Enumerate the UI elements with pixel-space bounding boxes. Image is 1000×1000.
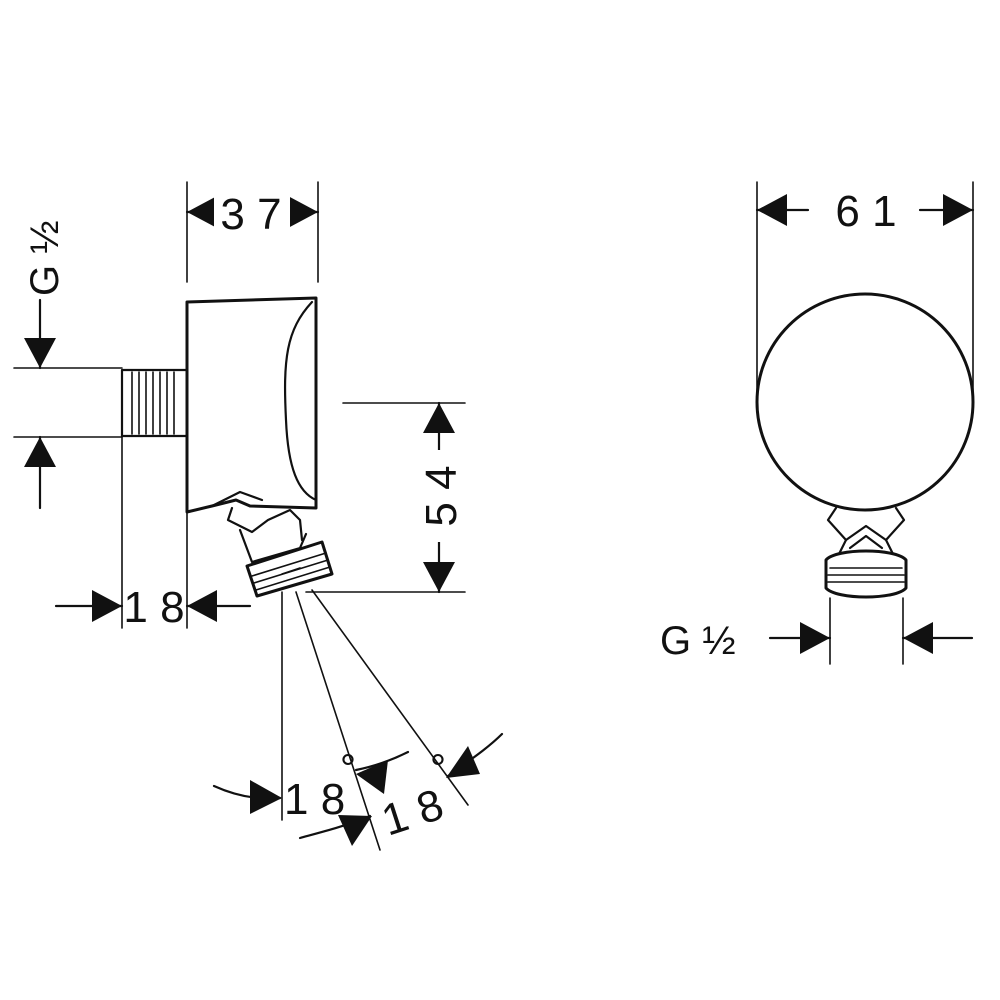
dimension-width-61: 6 1	[755, 181, 975, 403]
angle-arrow-2	[356, 760, 388, 794]
dimension-height-54: 5 4	[305, 401, 466, 594]
connector-body	[185, 296, 318, 514]
thread-label-side: G ½	[23, 220, 67, 296]
dim-arrow-right	[943, 194, 973, 226]
dim-arrow-down	[24, 338, 56, 368]
front-outlet	[824, 506, 908, 599]
dim-arrow-left	[187, 196, 217, 228]
dim-label-61: 6 1	[835, 187, 896, 236]
body-bottom-edge	[210, 490, 264, 508]
degree-sign-1: °	[340, 747, 356, 791]
dim-label-18: 1 8	[123, 583, 184, 632]
dim-arrow-right	[92, 590, 122, 622]
dim-arrow-right	[288, 196, 318, 228]
angle-arrow-1	[250, 780, 282, 814]
dimension-offset-18: 1 8	[54, 436, 252, 632]
dim-arrow-left	[187, 590, 217, 622]
dimension-width-37: 3 7	[185, 181, 320, 283]
degree-sign-2: °	[430, 747, 446, 791]
rosette-disc	[755, 292, 975, 512]
dim-arrow-down	[423, 562, 455, 592]
dimension-swivel-angles: 1 8 ° 1 8 °	[212, 589, 504, 851]
dim-arrow-up	[423, 403, 455, 433]
dim-arrow-left	[903, 622, 933, 654]
side-view: 3 7 G ½ 5 4	[13, 181, 504, 851]
body-face-curve	[283, 300, 318, 502]
front-view: 6 1 G ½	[660, 181, 975, 665]
dimension-thread-g-half-front: G ½	[660, 597, 974, 665]
thread-label-front: G ½	[660, 619, 736, 663]
dim-arrow-left	[757, 194, 787, 226]
dim-label-54: 5 4	[417, 465, 466, 526]
dimension-thread-g-half-side: G ½	[13, 220, 123, 510]
dim-arrow-right	[800, 622, 830, 654]
angle-arrow-3	[338, 815, 372, 846]
dim-arrow-up	[24, 437, 56, 467]
threaded-inlet	[120, 368, 189, 438]
angle-arrow-4	[446, 746, 480, 778]
swivel-outlet	[226, 506, 334, 598]
dim-label-37: 3 7	[220, 190, 281, 239]
angle-label-1: 1 8	[284, 775, 345, 824]
